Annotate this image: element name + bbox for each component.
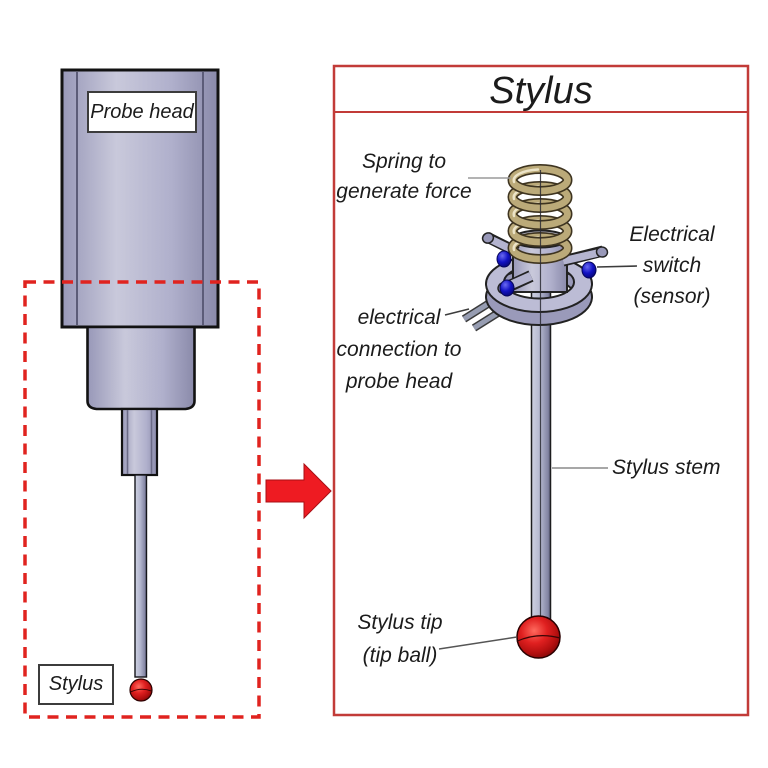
annotation-line: Spring to [361, 150, 447, 173]
annotation-line: electrical [357, 306, 441, 329]
stylus-stem-annotation: Stylus stem [612, 455, 742, 481]
annotation-line: (sensor) [633, 285, 711, 308]
annotation-line: switch [642, 254, 702, 277]
probe-head-figure [60, 68, 220, 702]
panel-title: Stylus [489, 70, 593, 112]
probe-head-label: Probe head [87, 91, 197, 133]
annotation-line: Stylus stem [612, 456, 721, 479]
annotation-line: (tip ball) [362, 644, 438, 667]
connection-leader [444, 308, 470, 316]
stylus-stem-small [134, 474, 148, 678]
sensor-ball-left [496, 250, 512, 268]
spring-annotation: Spring to generate force [318, 147, 490, 207]
annotation-line: generate force [336, 180, 472, 203]
leader-lines [438, 177, 638, 650]
electrical-connection-annotation: electrical connection to probe head [331, 302, 467, 398]
magnify-arrow-icon [265, 462, 332, 520]
stylus-small-label: Stylus [38, 664, 114, 705]
hub-radial-pins [481, 232, 609, 295]
annotation-line: Electrical [629, 223, 715, 246]
dashed-selection-outline [23, 280, 261, 719]
sensor-balls [496, 250, 597, 297]
stylus-tip-small [129, 678, 153, 702]
annotation-line: Stylus tip [357, 611, 443, 634]
tip-leader [438, 636, 518, 650]
probe-shoulder [86, 325, 196, 411]
sensor-ball-front [499, 279, 515, 297]
stylus-detail-figure [461, 169, 609, 659]
annotation-line: probe head [345, 370, 453, 393]
electrical-switch-annotation: Electrical switch (sensor) [602, 219, 742, 312]
stylus-tip-annotation: Stylus tip (tip ball) [350, 606, 450, 672]
annotation-line: connection to [336, 338, 462, 361]
sensor-ball-right [581, 261, 597, 279]
switch-leader [596, 265, 638, 268]
